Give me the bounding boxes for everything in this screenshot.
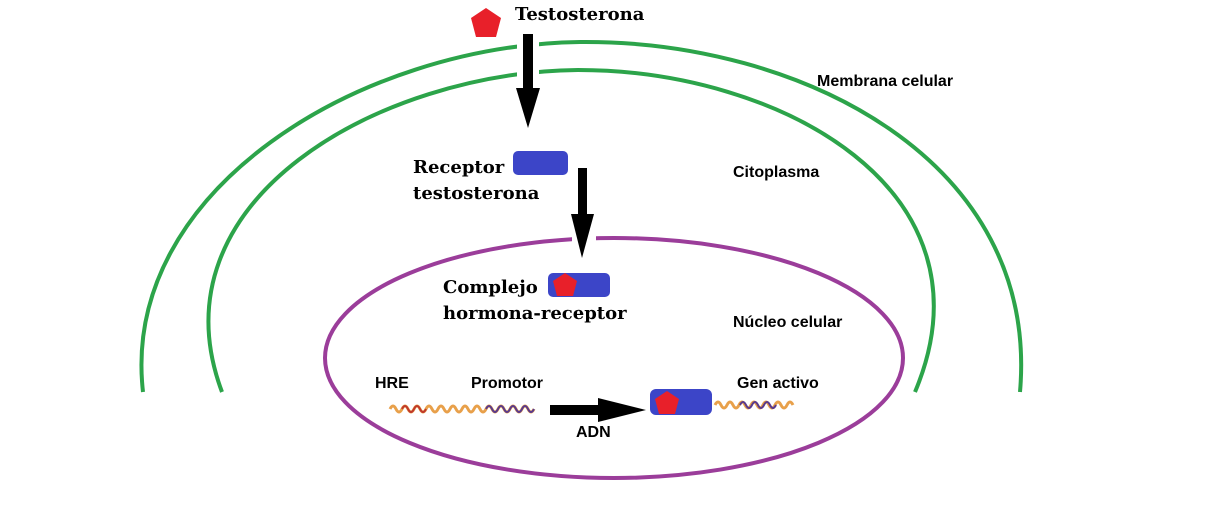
dna-label: ADN [576, 424, 611, 441]
bound-complex-hormone-icon [655, 391, 679, 414]
arrow-entry [516, 34, 540, 128]
dna-strand-right [713, 400, 795, 410]
cell-membrane-outer [139, 39, 1024, 393]
promoter-label: Promotor [471, 375, 543, 392]
complex-label-line1: Complejo [443, 277, 538, 298]
hre-label: HRE [375, 375, 409, 392]
arrow-to-nucleus [571, 168, 594, 258]
complex-label-line2: hormona-receptor [443, 303, 627, 324]
receptor-label-line2: testosterona [413, 183, 540, 204]
active-gene-label: Gen activo [737, 375, 819, 392]
nucleus-label: Núcleo celular [733, 314, 843, 331]
cell-membrane-inner [206, 67, 936, 393]
dna-strand-left [388, 404, 536, 414]
receptor-icon [513, 151, 568, 175]
receptor-label-line1: Receptor [413, 157, 505, 178]
complex-hormone-icon [553, 273, 577, 296]
testosterone-hormone-icon [471, 8, 501, 37]
cytoplasm-label: Citoplasma [733, 164, 820, 181]
arrow-to-gene [550, 398, 646, 422]
nucleus-envelope [323, 236, 905, 480]
hormone-label: Testosterona [515, 4, 645, 25]
membrane-label: Membrana celular [817, 73, 954, 90]
